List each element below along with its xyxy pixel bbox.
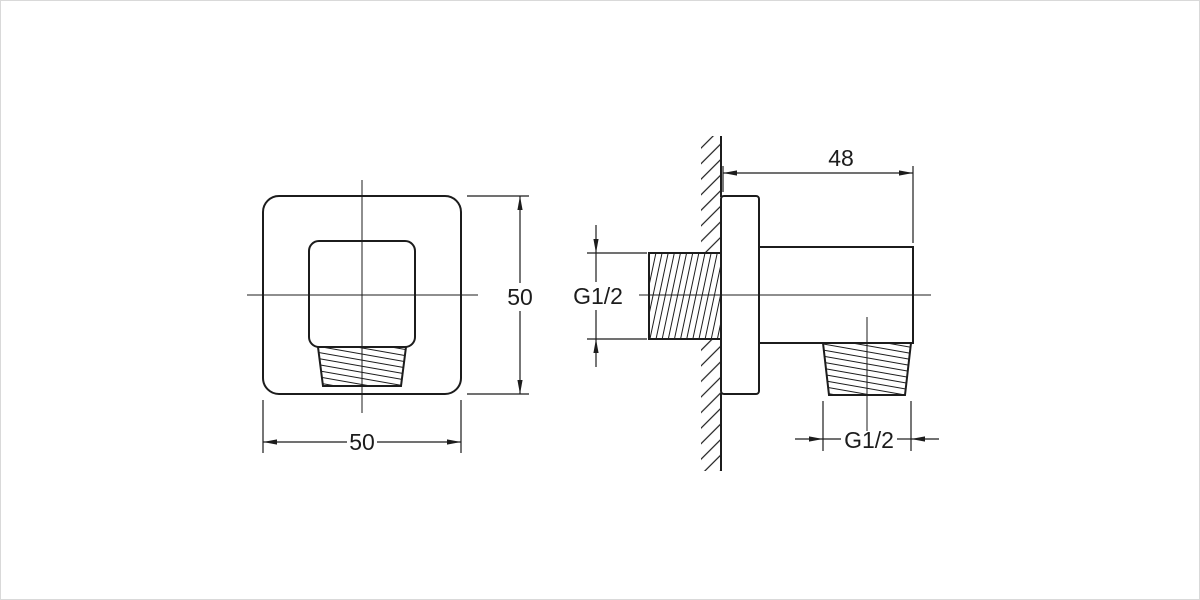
side-outlet-thread-dim-label: G1/2 [844,427,894,453]
side-inlet-thread [648,252,722,340]
side-outlet-thread-dimension: G1/2 [795,401,939,453]
wall-hatch-upper [701,136,721,254]
front-height-dimension: 50 [467,195,533,395]
side-inlet-thread-dim-label: G1/2 [573,283,623,309]
front-height-dim-label: 50 [507,284,533,310]
side-view: 48 G1/2 G1/2 [573,136,939,471]
side-inlet-thread-dimension: G1/2 [573,225,647,367]
side-depth-dimension: 48 [722,145,914,243]
wall-hatch-lower [701,338,721,471]
front-width-dimension: 50 [262,400,462,455]
front-view: 50 50 [247,180,533,455]
side-depth-dim-label: 48 [828,145,854,171]
front-width-dim-label: 50 [349,429,375,455]
